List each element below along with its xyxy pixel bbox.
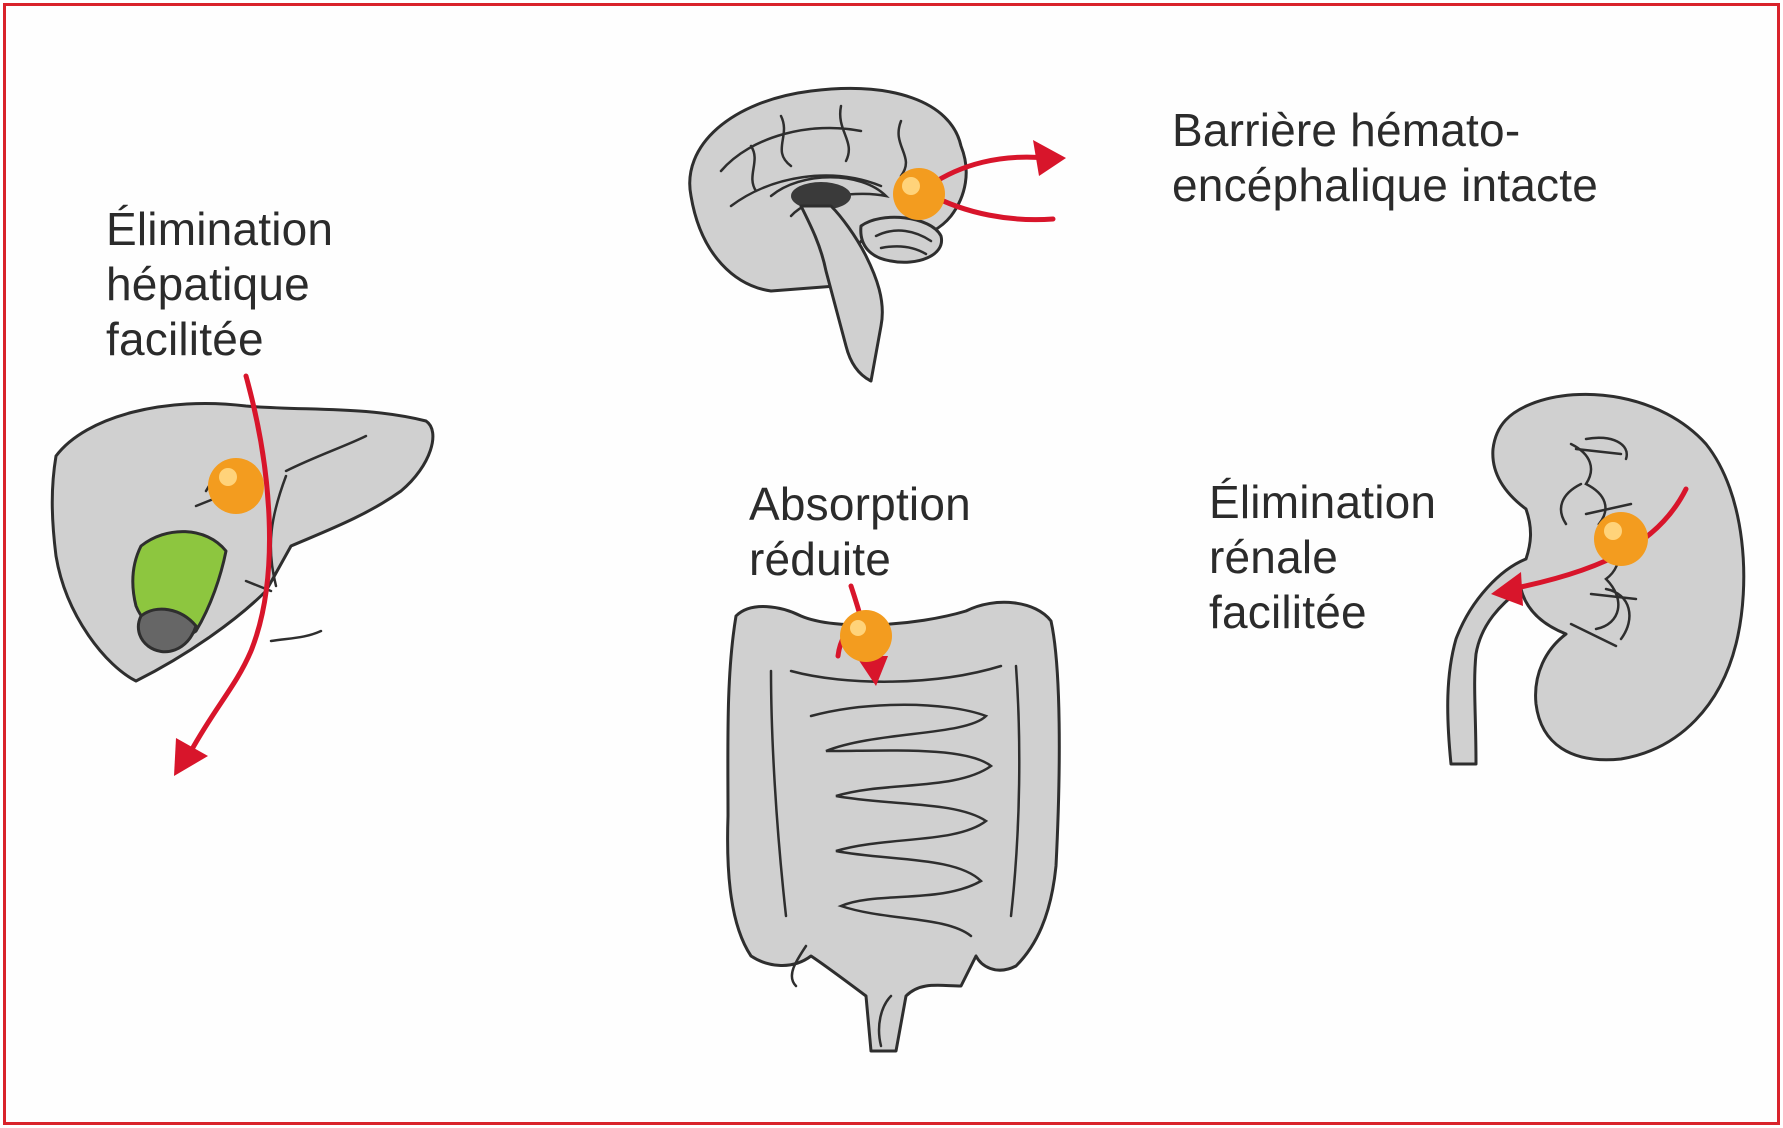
kidney-label-line1: Élimination [1209,475,1436,530]
bbb-label-line1: Barrière hémato- [1172,103,1598,158]
liver-label-line2: hépatique [106,257,333,312]
absorption-label-line2: réduite [749,532,971,587]
drug-particle-icon [840,610,892,662]
intestine-icon [716,586,1076,1066]
kidney-label-line2: rénale [1209,530,1436,585]
bbb-label-line2: encéphalique intacte [1172,158,1598,213]
label-reduced-absorption: Absorption réduite [749,477,971,587]
label-hepatic-elimination: Élimination hépatique facilitée [106,202,333,367]
kidney-icon [1421,384,1761,784]
kidney-label-line3: facilitée [1209,585,1436,640]
liver-label-line1: Élimination [106,202,333,257]
label-blood-brain-barrier: Barrière hémato- encéphalique intacte [1172,103,1598,213]
drug-particle-icon [893,168,945,220]
label-renal-elimination: Élimination rénale facilitée [1209,475,1436,640]
liver-icon [46,376,446,776]
drug-particle-icon [208,458,264,514]
drug-particle-icon [1594,512,1648,566]
liver-label-line3: facilitée [106,312,333,367]
absorption-label-line1: Absorption [749,477,971,532]
diagram-frame: Barrière hémato- encéphalique intacte Él… [3,3,1780,1125]
brain-icon [661,76,1181,396]
